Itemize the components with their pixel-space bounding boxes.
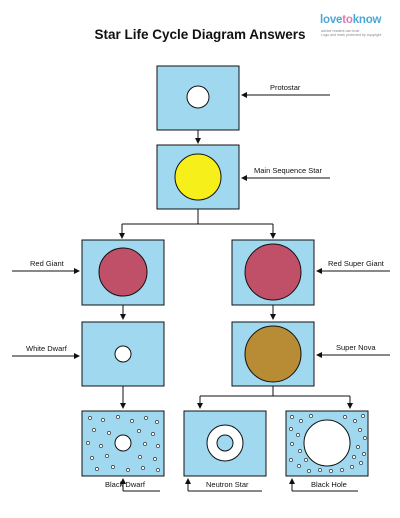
black-dwarf-stage: Black Dwarf — [81, 410, 165, 492]
red-giant-label: Red Giant — [30, 259, 65, 268]
red-super-giant-label: Red Super Giant — [328, 259, 385, 268]
black-dwarf-circle — [114, 434, 132, 452]
black-hole-circle — [303, 419, 351, 467]
white-dwarf-stage: White Dwarf — [12, 321, 165, 387]
main-sequence-label: Main Sequence Star — [254, 166, 322, 175]
branch-connector-giants — [119, 209, 276, 239]
main-sequence-stage: Main Sequence Star — [156, 144, 330, 210]
page-title: Star Life Cycle Diagram Answers — [94, 27, 306, 42]
super-nova-label: Super Nova — [336, 343, 376, 352]
lovetoknow-logo[interactable]: lovetoknow advice readers can trust Logo… — [320, 14, 396, 50]
red-super-giant-stage: Red Super Giant — [231, 239, 390, 306]
red-super-giant-circle — [244, 243, 302, 301]
branch-connector-remnants — [197, 386, 353, 409]
super-nova-stage: Super Nova — [231, 321, 390, 387]
super-nova-circle — [244, 325, 302, 383]
black-dwarf-particles — [86, 415, 160, 472]
red-giant-circle — [98, 247, 148, 297]
white-dwarf-label: White Dwarf — [26, 344, 68, 353]
protostar-stage: Protostar — [156, 65, 330, 131]
white-dwarf-circle — [114, 345, 132, 363]
protostar-label: Protostar — [270, 83, 301, 92]
protostar-circle — [186, 85, 210, 109]
red-giant-stage: Red Giant — [12, 239, 165, 306]
main-sequence-circle — [174, 153, 222, 201]
logo-wordmark: lovetoknow — [320, 14, 382, 26]
neutron-star-stage: Neutron Star — [183, 410, 267, 492]
neutron-star-core — [216, 434, 234, 452]
neutron-star-label: Neutron Star — [206, 480, 249, 489]
black-hole-stage: Black Hole — [285, 410, 369, 492]
logo-tagline: advice readers can trust Logo and mark p… — [321, 29, 382, 38]
black-hole-particles — [289, 414, 367, 473]
black-dwarf-label: Black Dwarf — [105, 480, 146, 489]
black-hole-label: Black Hole — [311, 480, 347, 489]
